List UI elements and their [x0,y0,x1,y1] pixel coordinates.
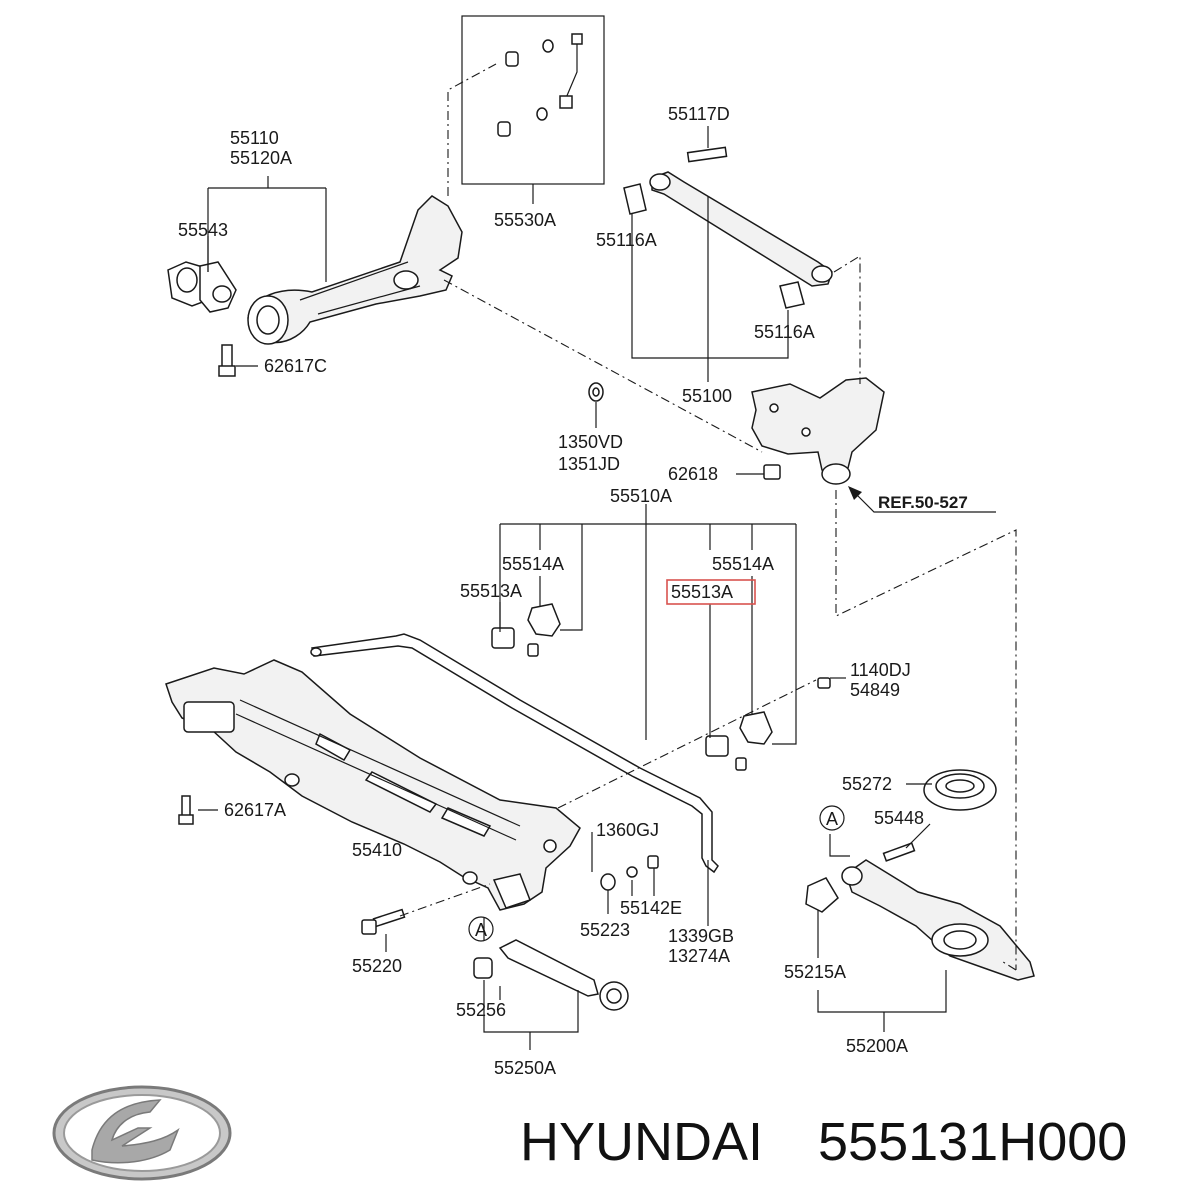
label-55116a-bottom: 55116A [754,322,815,342]
bushing-clamps-drawing [491,603,831,771]
leader-lines [198,126,947,1050]
trailing-arm-drawing [247,195,463,345]
nut-62618-drawing [763,464,781,480]
callout-a-right-letter: A [826,809,838,829]
hyundai-logo-icon [52,1085,232,1181]
label-55256: 55256 [456,1000,506,1020]
label-55100: 55100 [682,386,732,406]
label-55410: 55410 [352,840,402,860]
label-62618: 62618 [668,464,718,484]
label-55543: 55543 [178,220,228,240]
part-labels: 55110 55120A 55543 62617C 55530A 55117D … [178,104,968,1078]
label-55120a: 55120A [230,148,292,168]
bolt-62617c-drawing [218,344,236,377]
label-55250a: 55250A [494,1058,556,1078]
stabilizer-link-drawing [497,33,583,137]
stabilizer-bar-drawing [310,633,719,874]
label-55116a-top: 55116A [596,230,657,250]
callout-a-left-letter: A [475,920,487,940]
washer-1350vd-drawing [588,382,604,402]
spring-seat-drawing [923,769,997,811]
lower-arm-55250a-drawing [473,939,629,1011]
label-55513a-highlighted: 55513A [671,582,733,602]
label-62617c: 62617C [264,356,327,376]
highlight-box [666,579,756,605]
ref-arrow [848,486,996,513]
label-13274a: 13274A [668,946,730,966]
label-55220: 55220 [352,956,402,976]
label-55200a: 55200A [846,1036,908,1056]
bushing-55543-drawing [167,261,237,313]
reference-label: REF.50-527 [878,493,968,512]
phantom-lines [399,63,1017,971]
label-1140dj: 1140DJ [850,660,911,680]
label-55142e: 55142E [620,898,682,918]
knuckle-drawing [751,377,885,485]
label-55530a: 55530A [494,210,556,230]
part-number: 555131H000 [818,1112,1127,1172]
label-54849: 54849 [850,680,900,700]
label-55272: 55272 [842,774,892,794]
label-55117d: 55117D [668,104,730,124]
label-55223: 55223 [580,920,630,940]
label-55215a: 55215A [784,962,846,982]
callout-circle-a-left [468,916,494,942]
bolt-55220-drawing [361,908,406,935]
label-62617a: 62617A [224,800,286,820]
bolt-62617a-drawing [178,795,194,825]
label-1360gj: 1360GJ [596,820,659,840]
label-1339gb: 1339GB [668,926,734,946]
lower-arm-55200a-drawing [805,842,1035,981]
label-55510a: 55510A [610,486,672,506]
label-55448: 55448 [874,808,924,828]
label-1351jd: 1351JD [558,454,620,474]
label-55513a-left: 55513A [460,581,522,601]
label-55514a-left: 55514A [502,554,564,574]
crossmember-drawing [165,659,581,911]
small-hardware-drawing [600,855,659,891]
lateral-arm-drawing [623,146,833,309]
callout-circle-a-right [819,805,845,831]
label-55514a-right: 55514A [712,554,774,574]
label-1350vd: 1350VD [558,432,623,452]
brand-name: HYUNDAI [520,1112,763,1172]
label-55110: 55110 [230,128,279,148]
